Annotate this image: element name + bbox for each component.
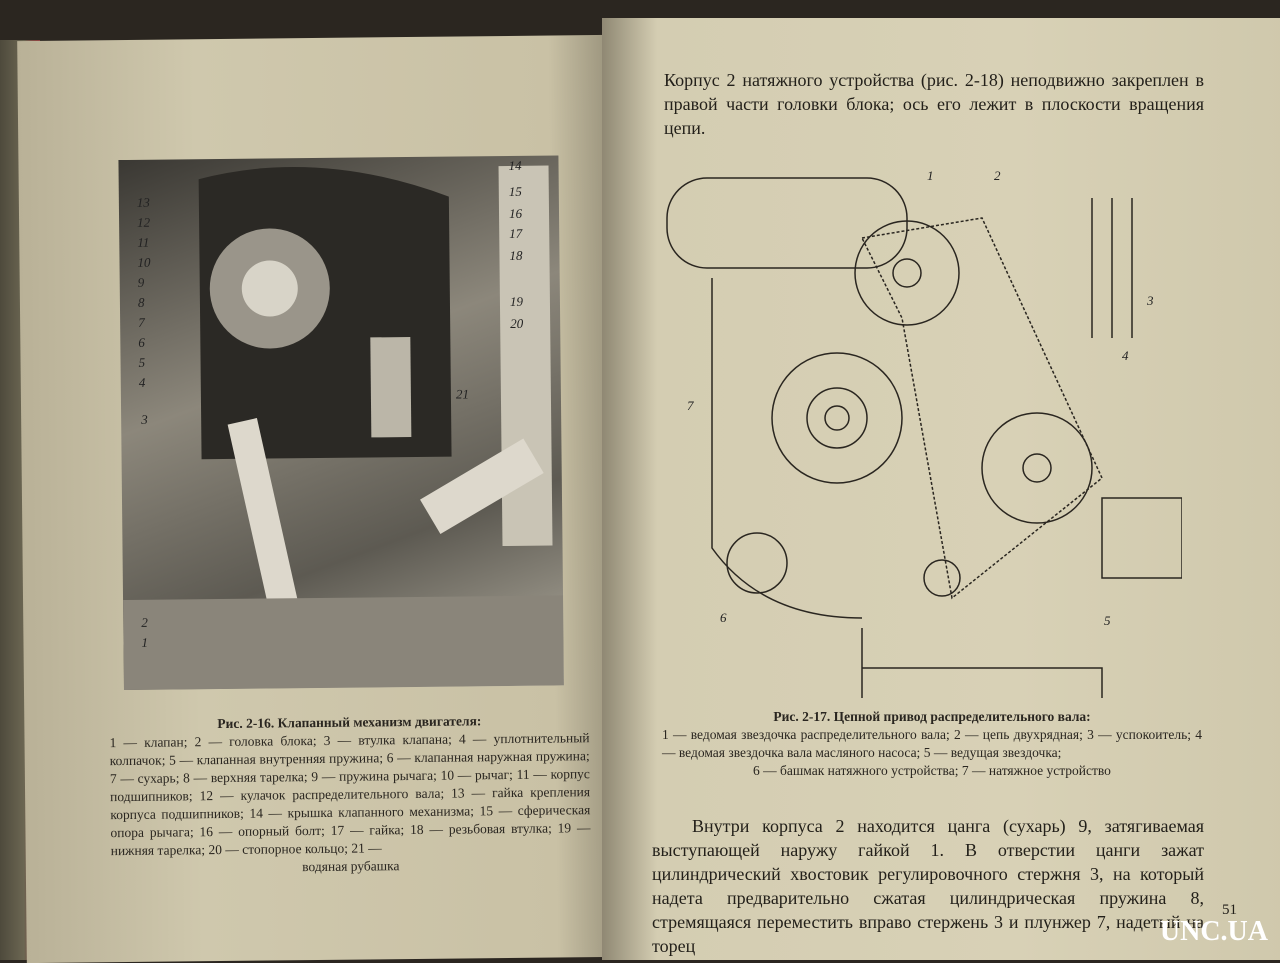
figure-label: 6	[138, 334, 145, 350]
figure-label: 16	[508, 205, 523, 221]
page-number: 51	[1222, 902, 1237, 918]
figure-label: 9	[137, 274, 145, 290]
figure-label: 6	[720, 610, 727, 625]
right-page: Корпус 2 натяжного устройства (рис. 2-18…	[602, 18, 1280, 960]
watermark: UNC.UA	[1159, 916, 1268, 947]
left-figure-labels: 14 15 16 17 18 19 20 21 13 12 11 10 9 8 …	[17, 35, 607, 650]
caption-title: Рис. 2-17. Цепной привод распределительн…	[773, 709, 1091, 724]
figure-label: 15	[508, 183, 522, 199]
figure-label: 18	[509, 247, 523, 263]
left-page: 14 15 16 17 18 19 20 21 13 12 11 10 9 8 …	[17, 34, 617, 963]
figure-label: 2	[994, 168, 1001, 183]
figure-label: 7	[138, 314, 145, 330]
figure-label: 21	[455, 386, 469, 402]
figure-label: 8	[137, 294, 145, 310]
body-paragraph: Внутри корпуса 2 находится цанга (сухарь…	[652, 816, 1204, 956]
figure-label: 7	[687, 398, 694, 413]
figure-caption: Рис. 2-16. Клапанный механизм двигателя:…	[109, 711, 591, 878]
figure-label: 1	[141, 634, 149, 650]
valve-mechanism-figure	[118, 155, 564, 691]
figure-label: 10	[137, 254, 151, 270]
figure-label: 5	[138, 354, 146, 370]
figure-label: 12	[137, 214, 151, 230]
caption-text: 1 — ведомая звездочка распределительного…	[662, 727, 1202, 760]
chain-drive-illustration	[666, 177, 1182, 698]
figure-label: 3	[141, 411, 148, 427]
valve-illustration	[123, 165, 564, 691]
figure-label: 13	[136, 194, 150, 210]
caption-last: водяная рубашка	[302, 858, 400, 875]
intro-paragraph: Корпус 2 натяжного устройства (рис. 2-18…	[664, 70, 1204, 138]
figure-label: 4	[138, 374, 146, 390]
figure-label: 20	[510, 315, 524, 331]
figure-label: 17	[509, 225, 523, 241]
figure-label: 4	[1122, 348, 1129, 363]
figure-label: 2	[141, 614, 148, 630]
figure-label: 14	[508, 157, 522, 173]
caption-text: 1 — клапан; 2 — головка блока; 3 — втулк…	[109, 730, 591, 859]
figure-label: 3	[1147, 293, 1154, 308]
chain-drive-figure	[662, 148, 1182, 698]
caption-last: 6 — башмак натяжного устройства; 7 — нат…	[753, 763, 1111, 778]
figure-label: 11	[137, 234, 150, 250]
figure-label: 5	[1104, 613, 1111, 628]
figure-label: 19	[509, 293, 524, 309]
figure-caption: Рис. 2-17. Цепной привод распределительн…	[662, 708, 1202, 780]
figure-label: 1	[927, 168, 934, 183]
